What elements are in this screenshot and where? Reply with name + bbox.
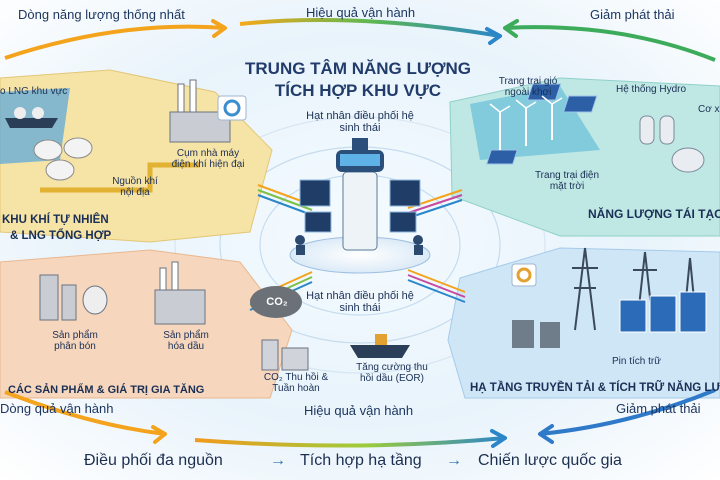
- prod-item-eor: Tăng cường thu hồi dầu (EOR): [356, 362, 428, 384]
- co2-label: CO₂: [266, 296, 288, 308]
- prod-item-co2-capture: CO₂ Thu hồi & Tuần hoàn: [263, 372, 329, 394]
- gas-power-plant: [169, 79, 231, 143]
- flow-label-bottom-center: Hiệu quả vận hành: [304, 403, 414, 418]
- hub-label-bottom: Hạt nhân điều phối hệ sinh thái: [306, 290, 414, 315]
- bottom-item-integration: Tích hợp hạ tầng: [300, 452, 422, 469]
- carbon-capture-plant: [261, 339, 309, 371]
- grid-sector-title: HẠ TẦNG TRUYỀN TẢI & TÍCH TRỮ NĂNG LƯỢNG: [470, 382, 720, 394]
- bottom-arrow-2: →: [446, 452, 462, 469]
- lng-storage-tanks: [33, 137, 93, 181]
- gas-item-power-plant: Cụm nhà máy điện khí hiện đại: [171, 148, 245, 170]
- petrochemical-plant: [154, 261, 206, 325]
- gas-pipeline: [40, 162, 200, 193]
- battery-storage-units: [619, 291, 707, 333]
- prod-item-fertilizer: Sản phẩm phân bón: [52, 330, 98, 352]
- grid-item-battery: Pin tích trữ: [612, 356, 661, 367]
- control-tower-hub: [289, 138, 431, 274]
- gas-sector-title-1: KHU KHÍ TỰ NHIÊN: [2, 214, 109, 226]
- hub-label-top: Hạt nhân điều phối hệ sinh thái: [306, 110, 414, 135]
- renewable-sector-title: NĂNG LƯỢNG TÁI TẠO: [588, 207, 720, 221]
- flow-label-bottom-left: Dòng quả vận hành: [0, 401, 114, 416]
- bottom-arrow-1: →: [270, 452, 286, 469]
- diagram-title-line2: TÍCH HỢP KHU VỰC: [274, 81, 442, 100]
- lng-tanker-ship: [5, 107, 58, 128]
- dashboard-chart-icons: [217, 95, 537, 287]
- prod-item-petrochem: Sản phẩm hóa dầu: [163, 330, 209, 352]
- hydrogen-tanks: [639, 115, 705, 173]
- substation-transformers: [512, 320, 560, 348]
- eor-oil-tanker: [350, 334, 410, 358]
- wind-turbines: [489, 95, 563, 150]
- grid-zone: [447, 247, 720, 399]
- products-zone: [0, 249, 293, 399]
- co2-cloud: [250, 286, 302, 318]
- gas-item-domestic: Nguồn khí nội địa: [112, 176, 158, 198]
- products-sector-title: CÁC SẢN PHẨM & GIÁ TRỊ GIA TĂNG: [8, 384, 205, 396]
- renew-item-solar: Trang trại điện mặt trời: [534, 170, 600, 192]
- flow-label-top-right: Giảm phát thải: [590, 7, 675, 22]
- top-flow-arcs: [4, 18, 716, 62]
- flow-label-top-left: Dòng năng lượng thống nhất: [18, 7, 185, 22]
- bottom-item-strategy: Chiến lược quốc gia: [478, 452, 622, 469]
- fertilizer-plant: [39, 274, 108, 321]
- renew-item-wind: Trang trại gió ngoài khơi: [498, 76, 558, 98]
- renew-item-cut: Cơ xuấ: [698, 104, 720, 115]
- gas-sector-title-2: & LNG TỔNG HỢP: [10, 230, 112, 242]
- flow-label-top-center: Hiệu quả vận hành: [306, 5, 416, 20]
- solar-panels: [486, 83, 598, 165]
- gas-item-lng: o LNG khu vực: [0, 86, 68, 97]
- flow-label-bottom-right: Giảm phát thải: [616, 401, 701, 416]
- diagram-title-line1: TRUNG TÂM NĂNG LƯỢNG: [245, 59, 471, 78]
- renew-item-hydro: Hệ thống Hydro: [616, 84, 687, 95]
- bottom-item-coordination: Điều phối đa nguồn: [84, 452, 223, 469]
- bottom-flow-arcs: [4, 388, 716, 448]
